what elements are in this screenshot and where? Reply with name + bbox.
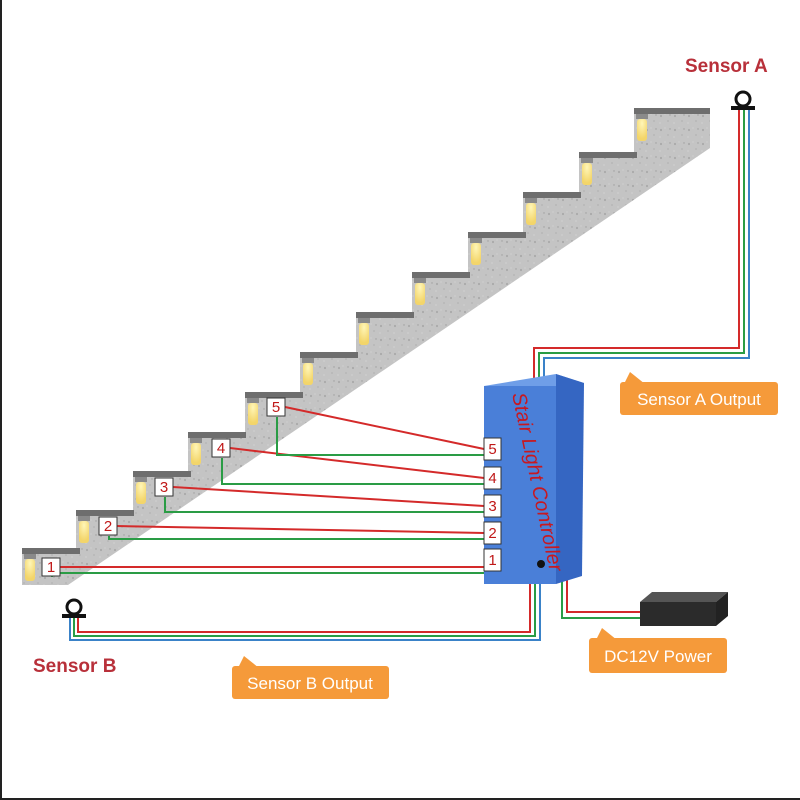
step-wire-red [284, 406, 485, 450]
sensor-b-wire-blue [69, 584, 541, 641]
power-callout: DC12V Power [589, 628, 727, 673]
controller-port-label: 3 [488, 498, 496, 515]
stair-light-fixture [525, 198, 537, 203]
sensor-a-icon [731, 90, 755, 110]
step-tag-label: 3 [160, 479, 168, 496]
stair-light-icon [415, 283, 425, 305]
sensor-a-title: Sensor A [685, 56, 768, 77]
step-wire-green [164, 497, 484, 513]
controller-ports: 5 4 3 2 1 [483, 437, 502, 572]
stair-light-fixture [78, 516, 90, 521]
step-wire-green [108, 536, 484, 540]
staircase-body [22, 113, 710, 585]
sensor-b-wire-red [77, 584, 531, 633]
stair-tread [22, 548, 80, 554]
controller-side [556, 374, 584, 584]
step-wire-red [229, 447, 485, 479]
stair-tread [412, 272, 470, 278]
step-tag-label: 2 [104, 518, 112, 535]
step-tag-box [41, 557, 61, 577]
stair-tread [300, 352, 358, 358]
step-wire-green [276, 417, 484, 456]
sensor-a: Sensor A [685, 56, 768, 110]
stair-light-icon [582, 163, 592, 185]
stair-light-icon [136, 482, 146, 504]
step-tag-box [266, 397, 286, 417]
wiring [51, 110, 750, 641]
sensor-b-wire-green [73, 584, 536, 637]
controller-port-label: 4 [488, 470, 496, 487]
stair-light-fixture [302, 358, 314, 363]
stair-light-icon [191, 443, 201, 465]
controller-port-box [483, 466, 502, 490]
power-supply-icon [640, 592, 728, 626]
stair-light-icon [359, 323, 369, 345]
power-label: DC12V Power [604, 647, 712, 666]
stair-tread [356, 312, 414, 318]
sensor-b-icon [62, 598, 86, 618]
stair-light-icon [25, 559, 35, 581]
stair-light-icon [79, 521, 89, 543]
sensor-a-output-label: Sensor A Output [637, 390, 761, 409]
stair-tread [523, 192, 581, 198]
stair-tread [133, 471, 191, 477]
stair-light-fixture [247, 398, 259, 403]
sensor-a-wire-blue [543, 110, 750, 382]
step-number-tags: 1 2 3 4 5 [41, 397, 286, 577]
stair-light-icon [471, 243, 481, 265]
sensor-b-output-callout: Sensor B Output [232, 656, 389, 699]
stair-light-icon [526, 203, 536, 225]
sensor-a-output-callout: Sensor A Output [620, 372, 778, 415]
stair-tread [634, 108, 710, 114]
stair-tread [245, 392, 303, 398]
sensor-b: Sensor B [33, 598, 116, 677]
step-wire-red [172, 486, 485, 507]
step-tag-label: 4 [217, 440, 225, 457]
stair-light-fixture [358, 318, 370, 323]
step-wire-green [51, 572, 484, 577]
stair-light-fixture [470, 238, 482, 243]
sensor-a-wire-red [533, 110, 740, 380]
stair-light-fixture [581, 158, 593, 163]
controller-port-box [483, 548, 502, 572]
controller-port-label: 1 [488, 552, 496, 569]
sensor-b-output-label: Sensor B Output [247, 674, 373, 693]
step-tag-box [211, 438, 231, 458]
stair-light-fixture [414, 278, 426, 283]
step-tag-box [98, 516, 118, 536]
stair-light-fixture [636, 114, 648, 119]
stair-tread [579, 152, 637, 158]
stair-treads [22, 108, 710, 554]
stair-light-icon [248, 403, 258, 425]
sensor-b-title: Sensor B [33, 656, 116, 677]
stair-tread [76, 510, 134, 516]
staircase [22, 108, 710, 585]
stair-tread [188, 432, 246, 438]
controller-port-box [483, 521, 502, 545]
controller-port-box [483, 437, 502, 461]
stair-light-icon [303, 363, 313, 385]
stair-light-icon [637, 119, 647, 141]
controller-port-label: 5 [488, 441, 496, 458]
step-wire-red [116, 525, 485, 534]
power-wire-red [566, 576, 640, 613]
power-wire-green [561, 578, 640, 619]
stair-light-fixture [135, 477, 147, 482]
step-wire-green [221, 458, 484, 485]
step-tag-label: 1 [47, 559, 55, 576]
stair-light-fixture [24, 554, 36, 559]
sensor-a-wire-green [538, 110, 745, 381]
controller-port-box [483, 494, 502, 518]
stair-light-fixture [190, 438, 202, 443]
stair-tread [468, 232, 526, 238]
controller-port-label: 2 [488, 525, 496, 542]
step-tag-box [154, 477, 174, 497]
step-tag-label: 5 [272, 399, 280, 416]
stair-lights [24, 114, 648, 581]
controller-indicator-icon [537, 560, 545, 568]
